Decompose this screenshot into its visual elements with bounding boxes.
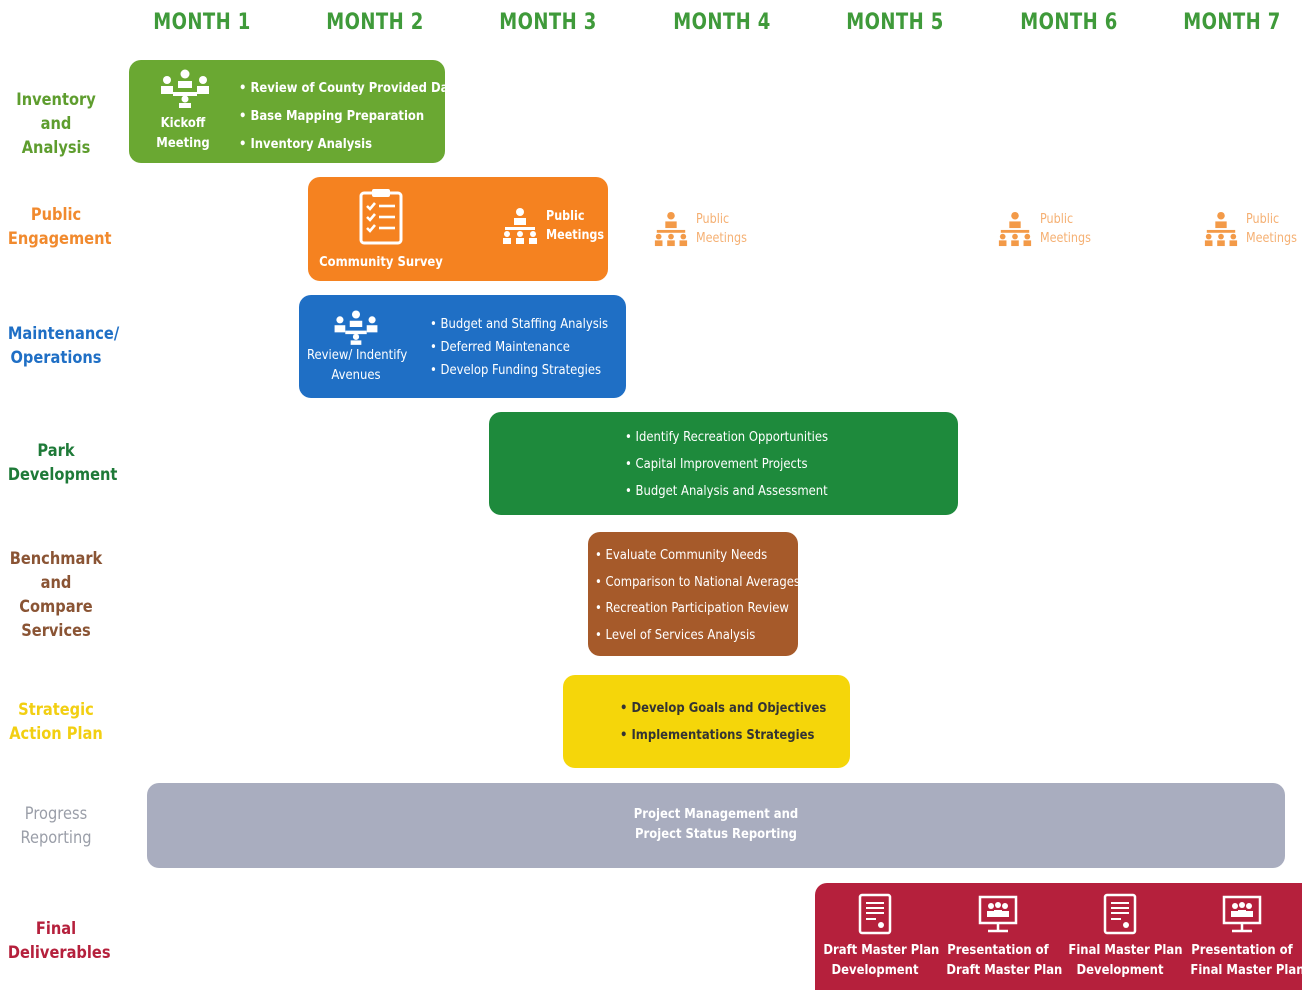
public-meetings-label: Public: [546, 209, 585, 224]
public-meetings-label: Meetings: [696, 231, 747, 246]
presentation-icon: [978, 895, 1018, 933]
bullet-item: Develop Funding Strategies: [430, 359, 608, 382]
clipboard-checklist-icon: [359, 189, 403, 245]
deliverable-label: Final Master Plan: [1190, 962, 1302, 978]
public-meeting-icon: [654, 211, 688, 247]
bullet-item: Evaluate Community Needs: [595, 542, 800, 569]
public-meeting-icon: [503, 208, 537, 244]
bullet-item: Recreation Participation Review: [595, 595, 800, 622]
month-header: MONTH 4: [673, 10, 771, 35]
inventory-bullets: Review of County Provided Data Base Mapp…: [239, 74, 498, 158]
document-icon: [1103, 893, 1137, 935]
park-development-bar: Identify Recreation Opportunities Capita…: [489, 412, 958, 515]
deliverable-draft-presentation: Presentation of Draft Master Plan: [938, 893, 1063, 980]
month-header: MONTH 6: [1020, 10, 1118, 35]
bullet-item: Develop Goals and Objectives: [620, 695, 826, 722]
document-icon: [858, 893, 892, 935]
bullet-item: Comparison to National Averages: [595, 569, 800, 596]
month-header: MONTH 2: [326, 10, 424, 35]
public-meeting-icon: [1204, 211, 1238, 247]
bullet-item: Implementations Strategies: [620, 722, 826, 749]
meeting-icon: [334, 310, 378, 345]
benchmark-bar: Evaluate Community Needs Comparison to N…: [588, 532, 800, 656]
public-meetings-label: Meetings: [1246, 231, 1297, 246]
bullet-item: Inventory Analysis: [239, 130, 462, 158]
deliverable-label: Presentation of: [947, 942, 1049, 958]
meeting-icon: [161, 69, 209, 108]
public-meetings-label: Public: [1246, 212, 1280, 227]
bullet-item: Budget Analysis and Assessment: [625, 478, 828, 505]
final-deliverables-bar: [815, 883, 1302, 990]
public-meetings-label: Public: [696, 212, 730, 227]
month-header: MONTH 1: [153, 10, 251, 35]
maintenance-bullets: Budget and Staffing Analysis Deferred Ma…: [430, 313, 637, 382]
deliverable-label: Draft Master Plan: [823, 942, 940, 958]
strategic-bullets: Develop Goals and Objectives Implementat…: [620, 695, 860, 749]
deliverable-label: Development: [831, 962, 919, 978]
strategic-bar: Develop Goals and Objectives Implementat…: [563, 675, 850, 768]
bullet-item: Level of Services Analysis: [595, 622, 800, 649]
bullet-item: Budget and Staffing Analysis: [430, 313, 608, 336]
benchmark-bullets: Evaluate Community Needs Comparison to N…: [595, 542, 833, 648]
park-bullets: Identify Recreation Opportunities Capita…: [625, 424, 861, 505]
deliverable-label: Draft Master Plan: [946, 962, 1063, 978]
public-meetings-label: Meetings: [546, 228, 605, 243]
month-header: MONTH 7: [1183, 10, 1281, 35]
public-meetings-label: Meetings: [1040, 231, 1091, 246]
row-label-maintenance: Maintenance/Operations: [7, 324, 120, 368]
bullet-item: Identify Recreation Opportunities: [625, 424, 829, 451]
deliverable-final-presentation: Presentation of Final Master Plan: [1182, 893, 1302, 980]
bullet-item: Capital Improvement Projects: [625, 451, 828, 478]
bullet-item: Review of County Provided Data: [239, 74, 461, 102]
presentation-icon: [1222, 895, 1262, 933]
month-header: MONTH 5: [846, 10, 944, 35]
month-header: MONTH 3: [499, 10, 597, 35]
public-meetings-label: Public: [1040, 212, 1074, 227]
public-meeting-icon: [998, 211, 1032, 247]
bullet-item: Deferred Maintenance: [430, 336, 608, 359]
deliverable-label: Presentation of: [1191, 942, 1293, 958]
community-survey-label: Community Survey: [319, 254, 443, 270]
deliverable-label: Final Master Plan: [1068, 942, 1183, 958]
deliverable-label: Development: [1076, 962, 1164, 978]
bullet-item: Base Mapping Preparation: [239, 102, 462, 130]
